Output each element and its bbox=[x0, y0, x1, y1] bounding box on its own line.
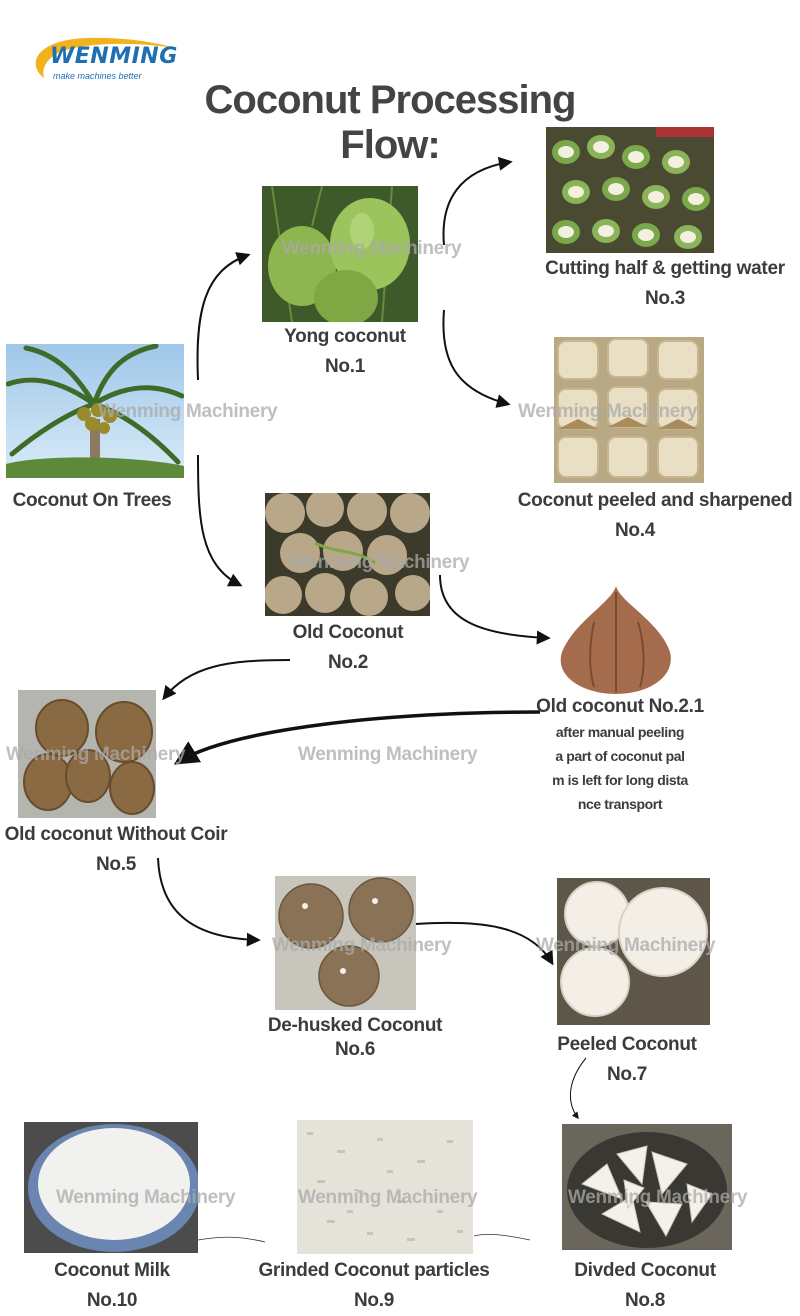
divided-coconut-photo bbox=[562, 1124, 732, 1250]
logo-wordmark: WENMING bbox=[50, 44, 178, 69]
watermark: Wenming Machinery bbox=[536, 935, 716, 956]
label-without-coir: Old coconut Without Coir No.5 bbox=[0, 820, 232, 880]
arrow-dehusked-to-peeled bbox=[415, 921, 554, 966]
step-title: Old Coconut bbox=[292, 622, 404, 643]
step-title: Coconut peeled and sharpened bbox=[517, 490, 793, 511]
step-number: No.4 bbox=[615, 520, 655, 541]
step-number: No.6 bbox=[335, 1039, 375, 1060]
step-title: Peeled Coconut bbox=[557, 1034, 697, 1055]
peeled-coconut-photo bbox=[557, 878, 710, 1025]
coconut-milk-photo bbox=[24, 1122, 198, 1253]
step-title: Yong coconut bbox=[284, 326, 406, 347]
note-line: after manual peeling bbox=[555, 724, 685, 740]
arrow-young-to-cut bbox=[442, 156, 513, 246]
step-number: No.10 bbox=[86, 1290, 138, 1311]
watermark: Wenming Machinery bbox=[518, 401, 698, 422]
label-grinded-coconut: Grinded Coconut particles No.9 bbox=[256, 1256, 492, 1316]
cut-coconut-photo bbox=[546, 127, 714, 253]
sharpened-coconut-photo bbox=[554, 337, 704, 483]
arrow-trees-to-young bbox=[196, 252, 251, 381]
step-number: No.1 bbox=[325, 356, 365, 377]
step-title: Old coconut No.2.1 bbox=[536, 696, 704, 717]
young-coconut-photo bbox=[262, 186, 418, 322]
note-transport: after manual peeling a part of coconut p… bbox=[520, 720, 720, 816]
connector-divided-to-grinded bbox=[473, 1233, 531, 1241]
note-line: a part of coconut pal bbox=[555, 748, 685, 764]
arrow-old21-to-nocoir bbox=[173, 710, 541, 765]
connector-grinded-to-milk bbox=[197, 1236, 266, 1243]
label-old-coconut-2-1: Old coconut No.2.1 bbox=[520, 692, 720, 722]
watermark: Wenming Machinery bbox=[6, 744, 186, 765]
label-old-coconut: Old Coconut No.2 bbox=[268, 618, 428, 678]
note-line: m is left for long dista bbox=[552, 772, 688, 788]
watermark: Wenming Machinery bbox=[298, 744, 478, 765]
step-title: Coconut On Trees bbox=[12, 490, 172, 511]
logo-tagline: make machines better bbox=[53, 71, 142, 81]
arrow-old-to-old21 bbox=[439, 574, 551, 645]
logo-swoosh-icon bbox=[35, 37, 177, 78]
arrow-old-to-nocoir bbox=[162, 659, 291, 701]
step-number: No.3 bbox=[645, 288, 685, 309]
step-title: De-husked Coconut bbox=[267, 1015, 443, 1036]
step-title: Grinded Coconut particles bbox=[258, 1260, 490, 1281]
watermark: Wenming Machinery bbox=[98, 401, 278, 422]
step-number: No.8 bbox=[625, 1290, 665, 1311]
watermark: Wenming Machinery bbox=[298, 1187, 478, 1208]
step-title: Cutting half & getting water bbox=[545, 258, 785, 279]
label-coconut-milk: Coconut Milk No.10 bbox=[30, 1256, 194, 1316]
old-coconut-photo bbox=[265, 493, 430, 616]
old-coconut-husk-photo bbox=[554, 582, 678, 698]
dehusked-coconut-photo bbox=[275, 876, 416, 1010]
watermark: Wenming Machinery bbox=[272, 935, 452, 956]
label-dehusked: De-husked Coconut No.6 bbox=[258, 1014, 452, 1062]
watermark: Wenming Machinery bbox=[290, 552, 470, 573]
watermark: Wenming Machinery bbox=[56, 1187, 236, 1208]
arrow-peeled-to-divided bbox=[569, 1057, 587, 1120]
watermark: Wenming Machinery bbox=[282, 238, 462, 259]
coconut-tree-photo bbox=[6, 344, 184, 478]
brand-logo: WENMING make machines better bbox=[26, 34, 196, 84]
coconut-without-coir-photo bbox=[18, 690, 156, 818]
label-peeled-sharpened: Coconut peeled and sharpened No.4 bbox=[512, 486, 798, 546]
label-peeled-coconut: Peeled Coconut No.7 bbox=[544, 1030, 710, 1090]
arrow-nocoir-to-dehusked bbox=[157, 857, 261, 947]
label-young-coconut: Yong coconut No.1 bbox=[260, 322, 430, 382]
step-number: No.7 bbox=[607, 1064, 647, 1085]
step-number: No.9 bbox=[354, 1290, 394, 1311]
step-title: Coconut Milk bbox=[54, 1260, 170, 1281]
label-cutting-half: Cutting half & getting water No.3 bbox=[530, 254, 800, 314]
step-number: No.2 bbox=[328, 652, 368, 673]
grinded-coconut-photo bbox=[297, 1120, 473, 1254]
note-line: nce transport bbox=[577, 796, 663, 812]
watermark: Wenming Machinery bbox=[568, 1187, 748, 1208]
label-divided-coconut: Divded Coconut No.8 bbox=[560, 1256, 730, 1316]
step-number: No.5 bbox=[96, 854, 136, 875]
label-coconut-on-trees: Coconut On Trees bbox=[0, 486, 184, 516]
arrow-trees-to-old bbox=[197, 454, 243, 587]
step-title: Divded Coconut bbox=[574, 1260, 716, 1281]
step-title: Old coconut Without Coir bbox=[4, 824, 228, 845]
page-title: Coconut Processing Flow: bbox=[204, 78, 577, 167]
arrow-young-to-peeled-sharp bbox=[442, 309, 511, 408]
